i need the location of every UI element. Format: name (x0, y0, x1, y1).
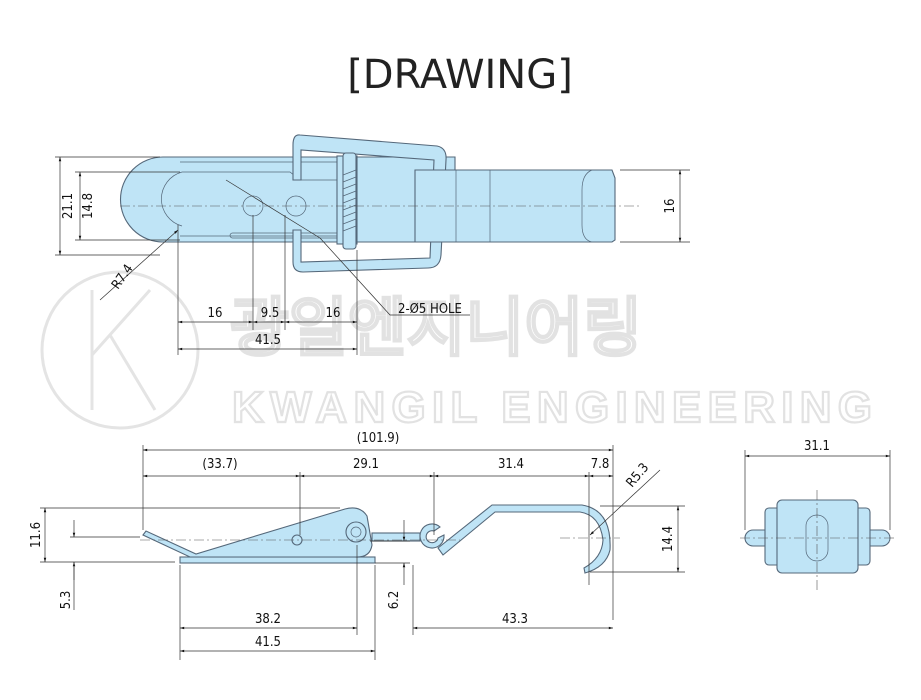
pivot-boss (345, 521, 367, 543)
side-view: (101.9) (33.7) 29.1 31.4 7.8 R5.3 11.6 5… (29, 431, 685, 660)
top-view: 21.1 14.8 16 R7.4 16 9.5 16 41.5 2-Ø5 HO… (55, 134, 690, 355)
dim-pivot-height: 6.2 (387, 591, 402, 610)
wire-loop (292, 134, 447, 273)
base-plate (179, 556, 376, 564)
drawing-title: [DRAWING] (347, 52, 573, 98)
watermark: 광일엔지니어링 KWANGIL ENGINEERING (40, 270, 873, 433)
dim-height-outer: 21.1 (61, 193, 76, 219)
dim-hook-height: 14.4 (661, 526, 676, 552)
dim-9-5: 9.5 (261, 306, 280, 321)
dim-overall-length: (101.9) (357, 431, 400, 446)
hook (437, 504, 611, 574)
watermark-korean: 광일엔지니어링 (230, 292, 642, 364)
dim-height-total: 11.6 (29, 522, 44, 548)
lever (142, 507, 373, 558)
wire-eye (419, 523, 445, 549)
dim-end-width: 31.1 (804, 439, 830, 454)
dim-41-5-side: 41.5 (255, 635, 281, 650)
dim-radius: R7.4 (109, 262, 137, 292)
spring-coils (342, 169, 357, 232)
latch-body (120, 156, 456, 243)
dim-38-2: 38.2 (255, 612, 281, 627)
dim-hook-radius: R5.3 (624, 460, 653, 490)
dim-lever-length: (33.7) (202, 457, 237, 472)
dim-base-height: 5.3 (59, 591, 74, 610)
dim-height-inner: 14.8 (81, 193, 96, 219)
hole-note: 2-Ø5 HOLE (398, 302, 462, 317)
watermark-logo-k (90, 289, 157, 411)
dim-16-b: 16 (326, 306, 341, 321)
dim-7-8: 7.8 (591, 457, 610, 472)
dim-strap-width: 16 (663, 199, 678, 214)
watermark-english: KWANGIL ENGINEERING (232, 383, 872, 432)
spring (342, 152, 357, 250)
dim-29-1: 29.1 (353, 457, 379, 472)
dim-31-4: 31.4 (498, 457, 524, 472)
keeper-strap (414, 169, 616, 243)
dim-16-a: 16 (208, 306, 223, 321)
dim-41-5-top: 41.5 (255, 333, 281, 348)
end-view: 31.1 (740, 439, 895, 590)
dim-43-3: 43.3 (502, 612, 528, 627)
end-body (776, 499, 859, 574)
